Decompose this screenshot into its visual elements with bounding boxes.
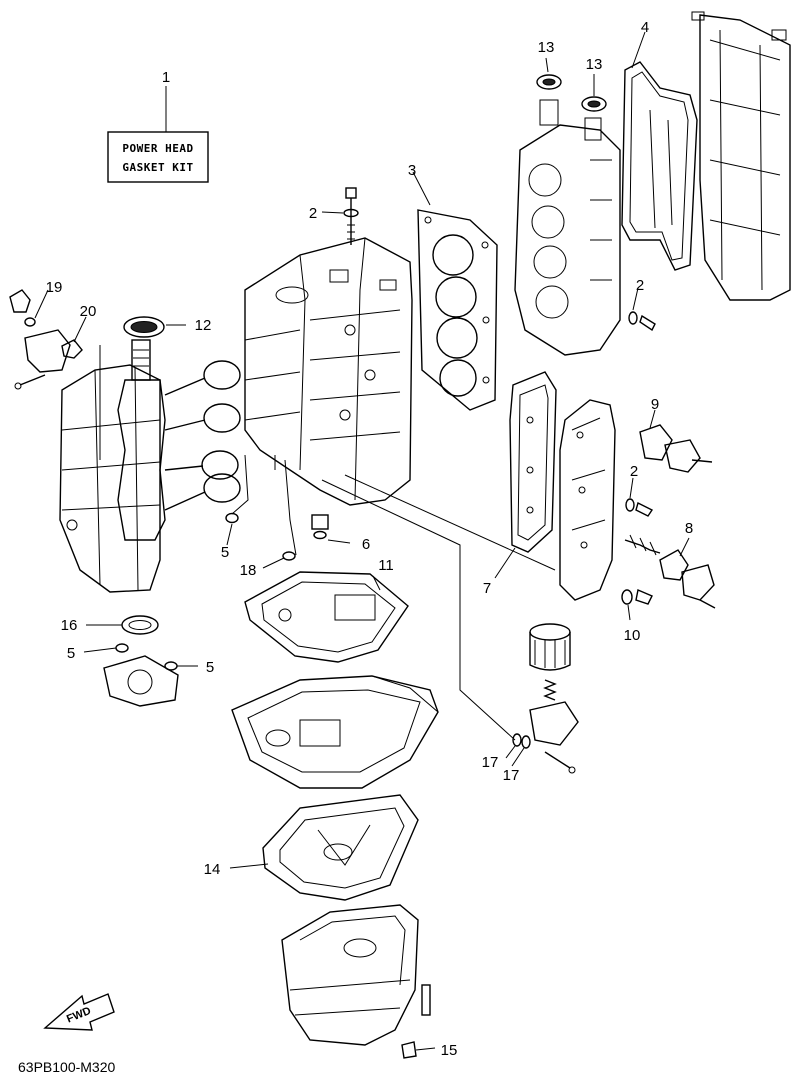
fwd-arrow-icon: FWD: [43, 993, 115, 1031]
oil-seal-16[interactable]: [121, 615, 159, 635]
callout-2c[interactable]: 2: [630, 463, 638, 480]
callout-14[interactable]: 14: [204, 861, 221, 878]
callout-20[interactable]: 20: [80, 303, 97, 320]
gasket-kit-box[interactable]: POWER HEAD GASKET KIT: [107, 131, 209, 183]
gasket-11[interactable]: [244, 571, 409, 663]
spring[interactable]: [543, 679, 557, 701]
thermostat-cover-8[interactable]: [681, 564, 716, 609]
piston-4[interactable]: [164, 473, 241, 511]
callout-13a[interactable]: 13: [538, 39, 555, 56]
oil-filter[interactable]: [529, 623, 571, 671]
exhaust-guide[interactable]: [231, 675, 439, 789]
o-ring-18[interactable]: [282, 551, 296, 561]
cylinder-head[interactable]: [514, 99, 621, 356]
fwd-label: FWD: [65, 1005, 93, 1026]
diagram-code: 63PB100-M320: [18, 1059, 116, 1075]
callout-18[interactable]: 18: [240, 562, 257, 579]
callout-17b[interactable]: 17: [503, 767, 520, 784]
o-ring-5a[interactable]: [225, 512, 239, 524]
callout-12[interactable]: 12: [195, 317, 212, 334]
cylinder-block[interactable]: [244, 237, 413, 556]
washer-2-mid[interactable]: [625, 498, 654, 517]
o-ring-5b[interactable]: [115, 643, 129, 653]
oil-seal-12[interactable]: [123, 316, 165, 338]
callout-4[interactable]: 4: [641, 19, 649, 36]
head-bolt-right[interactable]: [628, 311, 656, 332]
o-ring-17b[interactable]: [521, 735, 531, 749]
callout-13b[interactable]: 13: [586, 56, 603, 73]
callout-15[interactable]: 15: [441, 1042, 458, 1059]
callout-16[interactable]: 16: [61, 617, 78, 634]
plug-6[interactable]: [311, 514, 329, 540]
oil-seal-13b[interactable]: [581, 96, 607, 112]
washer-10[interactable]: [621, 589, 653, 605]
pressure-valve[interactable]: [624, 534, 661, 556]
gasket-8[interactable]: [659, 549, 689, 581]
piston-1[interactable]: [164, 360, 241, 396]
thermostat-cap-19[interactable]: [9, 289, 36, 327]
callout-10[interactable]: 10: [624, 627, 641, 644]
crankshaft[interactable]: [117, 339, 166, 541]
callout-19[interactable]: 19: [46, 279, 63, 296]
oil-pan[interactable]: [281, 904, 419, 1046]
callout-2a[interactable]: 2: [309, 205, 317, 222]
thermostat-housing[interactable]: [14, 329, 71, 390]
kit-label-line1: POWER HEAD: [122, 142, 193, 155]
kit-label-line2: GASKET KIT: [122, 161, 193, 174]
callout-8[interactable]: 8: [685, 520, 693, 537]
anode-cover-9[interactable]: [664, 439, 713, 473]
callout-3[interactable]: 3: [408, 162, 416, 179]
washer-2-top[interactable]: [343, 208, 359, 218]
callout-5c[interactable]: 5: [206, 659, 214, 676]
piston-2[interactable]: [164, 403, 241, 433]
cylinder-head-gasket[interactable]: [417, 209, 498, 411]
crankcase-left[interactable]: [59, 364, 161, 593]
oil-seal-13a[interactable]: [536, 74, 562, 90]
piston-3[interactable]: [164, 450, 239, 480]
callout-1[interactable]: 1: [162, 69, 170, 86]
block-bolt[interactable]: [345, 187, 357, 245]
o-ring-17a[interactable]: [512, 733, 522, 747]
callout-7[interactable]: 7: [483, 580, 491, 597]
head-cover-gasket[interactable]: [621, 61, 698, 271]
callout-5a[interactable]: 5: [221, 544, 229, 561]
callout-5b[interactable]: 5: [67, 645, 75, 662]
gasket-14[interactable]: [262, 794, 419, 901]
callout-6[interactable]: 6: [362, 536, 370, 553]
gasket-9[interactable]: [639, 424, 673, 461]
callout-17a[interactable]: 17: [482, 754, 499, 771]
gasket-20[interactable]: [61, 339, 83, 359]
exhaust-cover[interactable]: [559, 399, 616, 601]
callout-9[interactable]: 9: [651, 396, 659, 413]
cylinder-head-cover[interactable]: [691, 11, 791, 301]
callout-2b[interactable]: 2: [636, 277, 644, 294]
callout-11[interactable]: 11: [378, 557, 394, 574]
drain-bolt-15[interactable]: [401, 984, 431, 1059]
oil-filter-bracket[interactable]: [529, 701, 579, 774]
exhaust-cover-gasket[interactable]: [509, 371, 557, 553]
oil-pump-housing[interactable]: [103, 655, 179, 707]
